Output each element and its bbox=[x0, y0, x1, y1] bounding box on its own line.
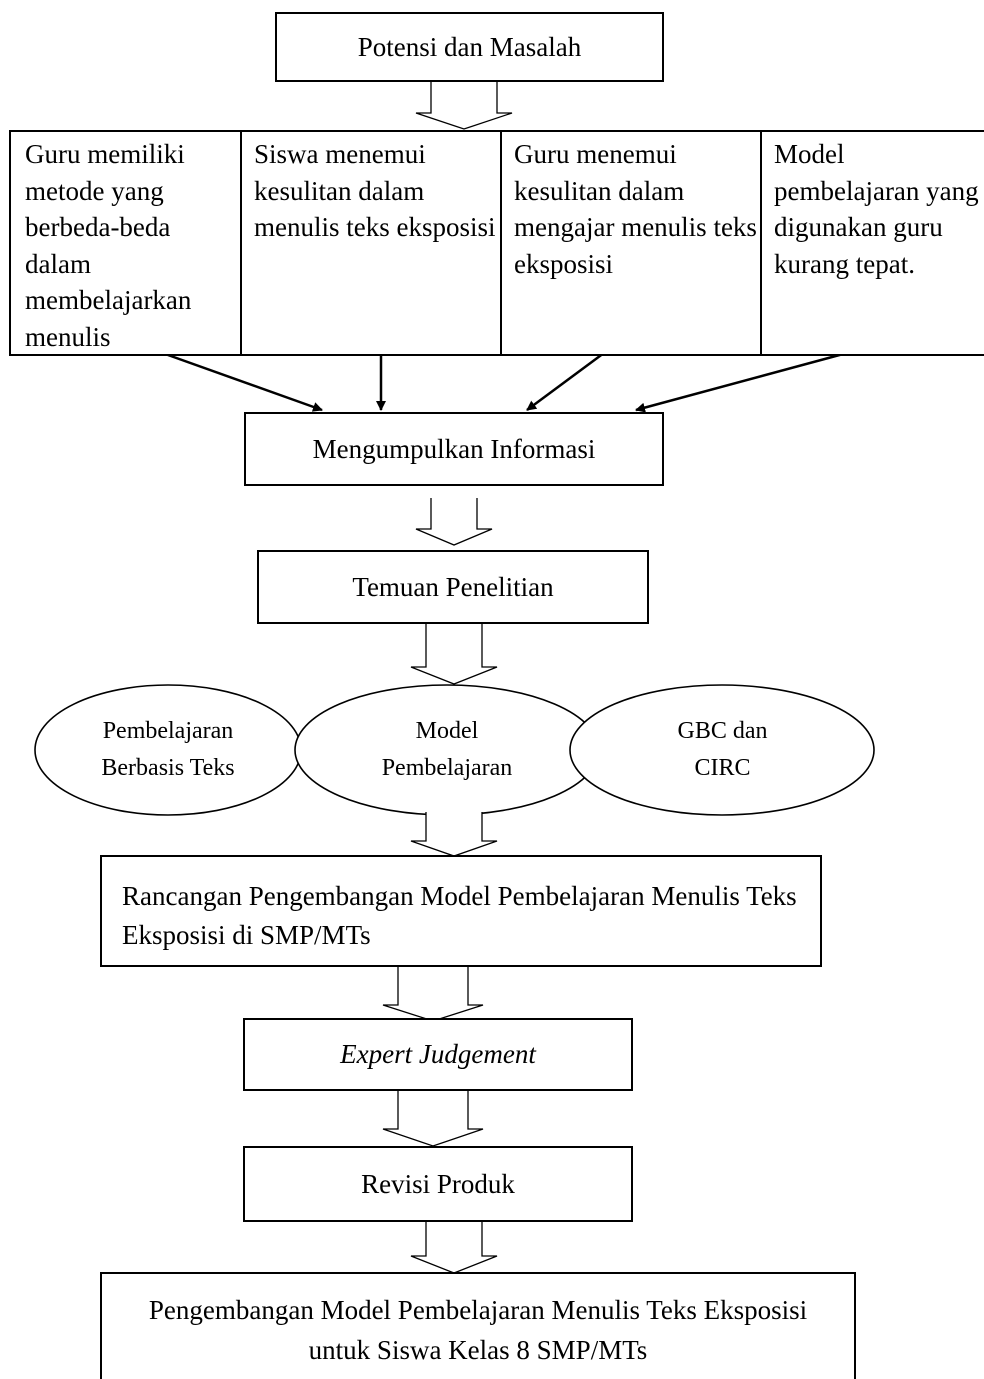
block-arrow-6 bbox=[382, 1090, 484, 1147]
block-arrow-5 bbox=[382, 966, 484, 1022]
block-arrow-3 bbox=[410, 624, 498, 685]
ellipse-right-text: GBC dan CIRC bbox=[660, 713, 785, 787]
block-arrow-1 bbox=[415, 81, 513, 130]
temuan-penelitian-box: Temuan Penelitian bbox=[257, 550, 649, 624]
ellipse-center-label: Model Pembelajaran bbox=[381, 718, 513, 781]
rancangan-label: Rancangan Pengembangan Model Pembelajara… bbox=[122, 881, 797, 950]
problem-cell-2: Siswa menemui kesulitan dalam menulis te… bbox=[242, 130, 500, 356]
potensi-masalah-box: Potensi dan Masalah bbox=[275, 12, 664, 82]
mengumpulkan-informasi-box: Mengumpulkan Informasi bbox=[244, 412, 664, 486]
ellipse-left-label: Pembelajaran Berbasis Teks bbox=[101, 718, 235, 781]
rancangan-box: Rancangan Pengembangan Model Pembelajara… bbox=[100, 855, 822, 967]
final-label: Pengembangan Model Pembelajaran Menulis … bbox=[148, 1294, 808, 1365]
block-arrow-2 bbox=[415, 498, 493, 546]
problem-divider-2 bbox=[500, 130, 502, 356]
revisi-produk-box: Revisi Produk bbox=[243, 1146, 633, 1222]
ellipse-gbc-circ bbox=[569, 684, 875, 816]
problem-cell-4-text: Model pembelajaran yang digunakan guru k… bbox=[774, 139, 979, 279]
final-box: Pengembangan Model Pembelajaran Menulis … bbox=[100, 1272, 856, 1379]
problem-cell-2-text: Siswa menemui kesulitan dalam menulis te… bbox=[254, 139, 496, 242]
block-arrow-4 bbox=[410, 812, 498, 857]
problem-cell-4: Model pembelajaran yang digunakan guru k… bbox=[762, 130, 984, 356]
problem-cell-1: Guru memiliki metode yang berbeda-beda d… bbox=[11, 130, 240, 356]
problem-table bbox=[9, 130, 984, 356]
problem-divider-3 bbox=[760, 130, 762, 356]
arrow-problem-4 bbox=[635, 348, 859, 413]
temuan-penelitian-label: Temuan Penelitian bbox=[352, 571, 554, 602]
problem-cell-3-text: Guru menemui kesulitan dalam mengajar me… bbox=[514, 139, 757, 279]
ellipse-left-text: Pembelajaran Berbasis Teks bbox=[88, 713, 248, 787]
expert-judgement-box: Expert Judgement bbox=[243, 1018, 633, 1091]
mengumpulkan-informasi-label: Mengumpulkan Informasi bbox=[312, 433, 596, 464]
ellipse-right-label: GBC dan CIRC bbox=[677, 718, 768, 781]
revisi-produk-label: Revisi Produk bbox=[361, 1168, 515, 1199]
expert-judgement-label: Expert Judgement bbox=[340, 1039, 536, 1069]
arrow-problem-1 bbox=[153, 348, 323, 412]
problem-divider-1 bbox=[240, 130, 242, 356]
ellipse-center-text: Model Pembelajaran bbox=[362, 713, 532, 787]
block-arrow-7 bbox=[410, 1222, 498, 1274]
problem-cell-3: Guru menemui kesulitan dalam mengajar me… bbox=[502, 130, 760, 356]
arrow-problem-3 bbox=[526, 348, 609, 412]
problem-cell-1-text: Guru memiliki metode yang berbeda-beda d… bbox=[25, 139, 192, 352]
potensi-masalah-label: Potensi dan Masalah bbox=[357, 31, 582, 62]
